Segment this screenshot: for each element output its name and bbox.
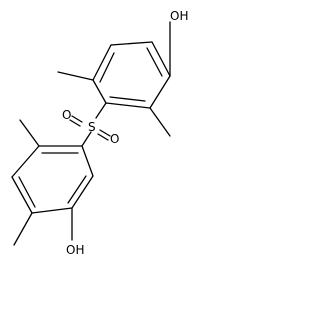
bond bbox=[31, 207, 73, 214]
bond bbox=[81, 131, 92, 147]
bond bbox=[11, 176, 33, 214]
s-o-double-bond bbox=[71, 115, 83, 123]
bond bbox=[151, 41, 171, 77]
sulfur-label: S bbox=[88, 120, 96, 134]
bond bbox=[92, 79, 107, 104]
double-bond bbox=[146, 47, 163, 77]
bottom-ring bbox=[11, 119, 94, 246]
bond bbox=[110, 41, 153, 46]
s-o-double-bond bbox=[97, 133, 109, 141]
molecule-svg: OH S O O OH bbox=[11, 9, 188, 257]
methyl-bond bbox=[13, 212, 33, 246]
bond bbox=[92, 44, 112, 81]
hydroxyl-label-top: OH bbox=[170, 9, 188, 23]
oxygen-label-left: O bbox=[62, 108, 71, 122]
s-o-double-bond bbox=[99, 129, 111, 137]
methyl-bond bbox=[57, 71, 94, 81]
bond bbox=[105, 102, 151, 109]
double-bond bbox=[99, 52, 115, 83]
bond bbox=[95, 102, 107, 119]
bond bbox=[149, 75, 171, 109]
hydroxyl-label-bottom: OH bbox=[66, 243, 84, 257]
double-bond bbox=[109, 96, 146, 102]
double-bond bbox=[18, 176, 36, 208]
bond bbox=[71, 175, 94, 209]
oxygen-label-right: O bbox=[110, 132, 119, 146]
molecule-diagram: OH S O O OH bbox=[11, 9, 188, 257]
s-o-double-bond bbox=[69, 119, 81, 127]
bond bbox=[81, 145, 94, 177]
methyl-bond bbox=[19, 119, 40, 147]
bond bbox=[11, 145, 40, 178]
sulfonyl-group bbox=[69, 102, 111, 147]
top-ring bbox=[57, 21, 171, 137]
methyl-bond bbox=[149, 107, 171, 137]
double-bond bbox=[67, 175, 87, 204]
